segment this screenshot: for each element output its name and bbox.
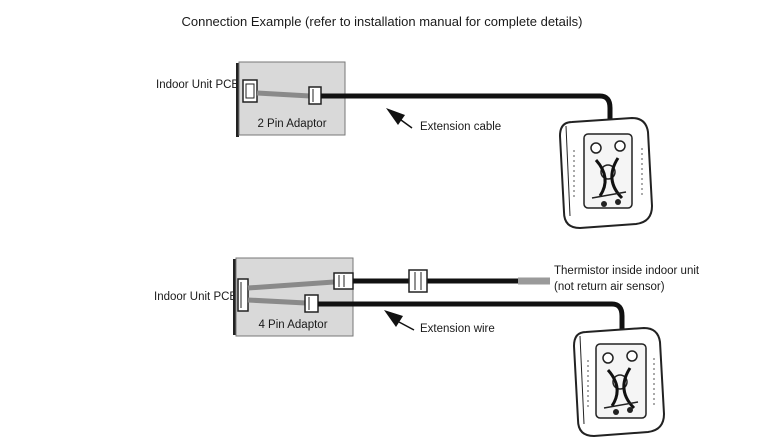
extension-wire-leader (398, 321, 415, 331)
extension-cable-label: Extension cable (420, 121, 501, 133)
example-4pin: Indoor Unit PCB 4 Pin Adaptor Thermistor… (154, 257, 700, 438)
extension-cable (321, 93, 613, 128)
indoor-unit-pcb-label: Indoor Unit PCB (156, 79, 239, 91)
thermistor-label-line1: Thermistor inside indoor unit (554, 265, 700, 277)
example-2pin: Indoor Unit PCB 2 Pin Adaptor Extension … (156, 61, 654, 230)
2-pin-adaptor-label: 2 Pin Adaptor (257, 118, 326, 130)
arrow-icon (384, 310, 403, 327)
thermistor-label-line2: (not return air sensor) (554, 281, 665, 293)
4-pin-adaptor-label: 4 Pin Adaptor (258, 319, 327, 331)
thermostat-device (558, 116, 654, 230)
arrow-icon (386, 108, 405, 125)
extension-cable-leader (400, 119, 413, 129)
pcb-connector (242, 79, 258, 103)
4-pin-adaptor-box (235, 257, 354, 337)
pcb-connector (237, 278, 249, 312)
inline-connector (408, 269, 428, 293)
indoor-unit-pcb-label: Indoor Unit PCB (154, 291, 237, 303)
extension-plug (304, 294, 319, 313)
adaptor-lead-upper (247, 279, 335, 291)
adaptor-lead-lower (247, 297, 307, 306)
adaptor-plug (308, 86, 322, 105)
extension-wire (318, 301, 625, 336)
extension-wire-label: Extension wire (420, 323, 495, 335)
diagram-title: Connection Example (refer to installatio… (181, 14, 582, 29)
pcb-edge (236, 63, 239, 137)
pcb-edge (233, 259, 236, 335)
thermostat-device (572, 326, 666, 438)
adaptor-lead (256, 90, 311, 99)
